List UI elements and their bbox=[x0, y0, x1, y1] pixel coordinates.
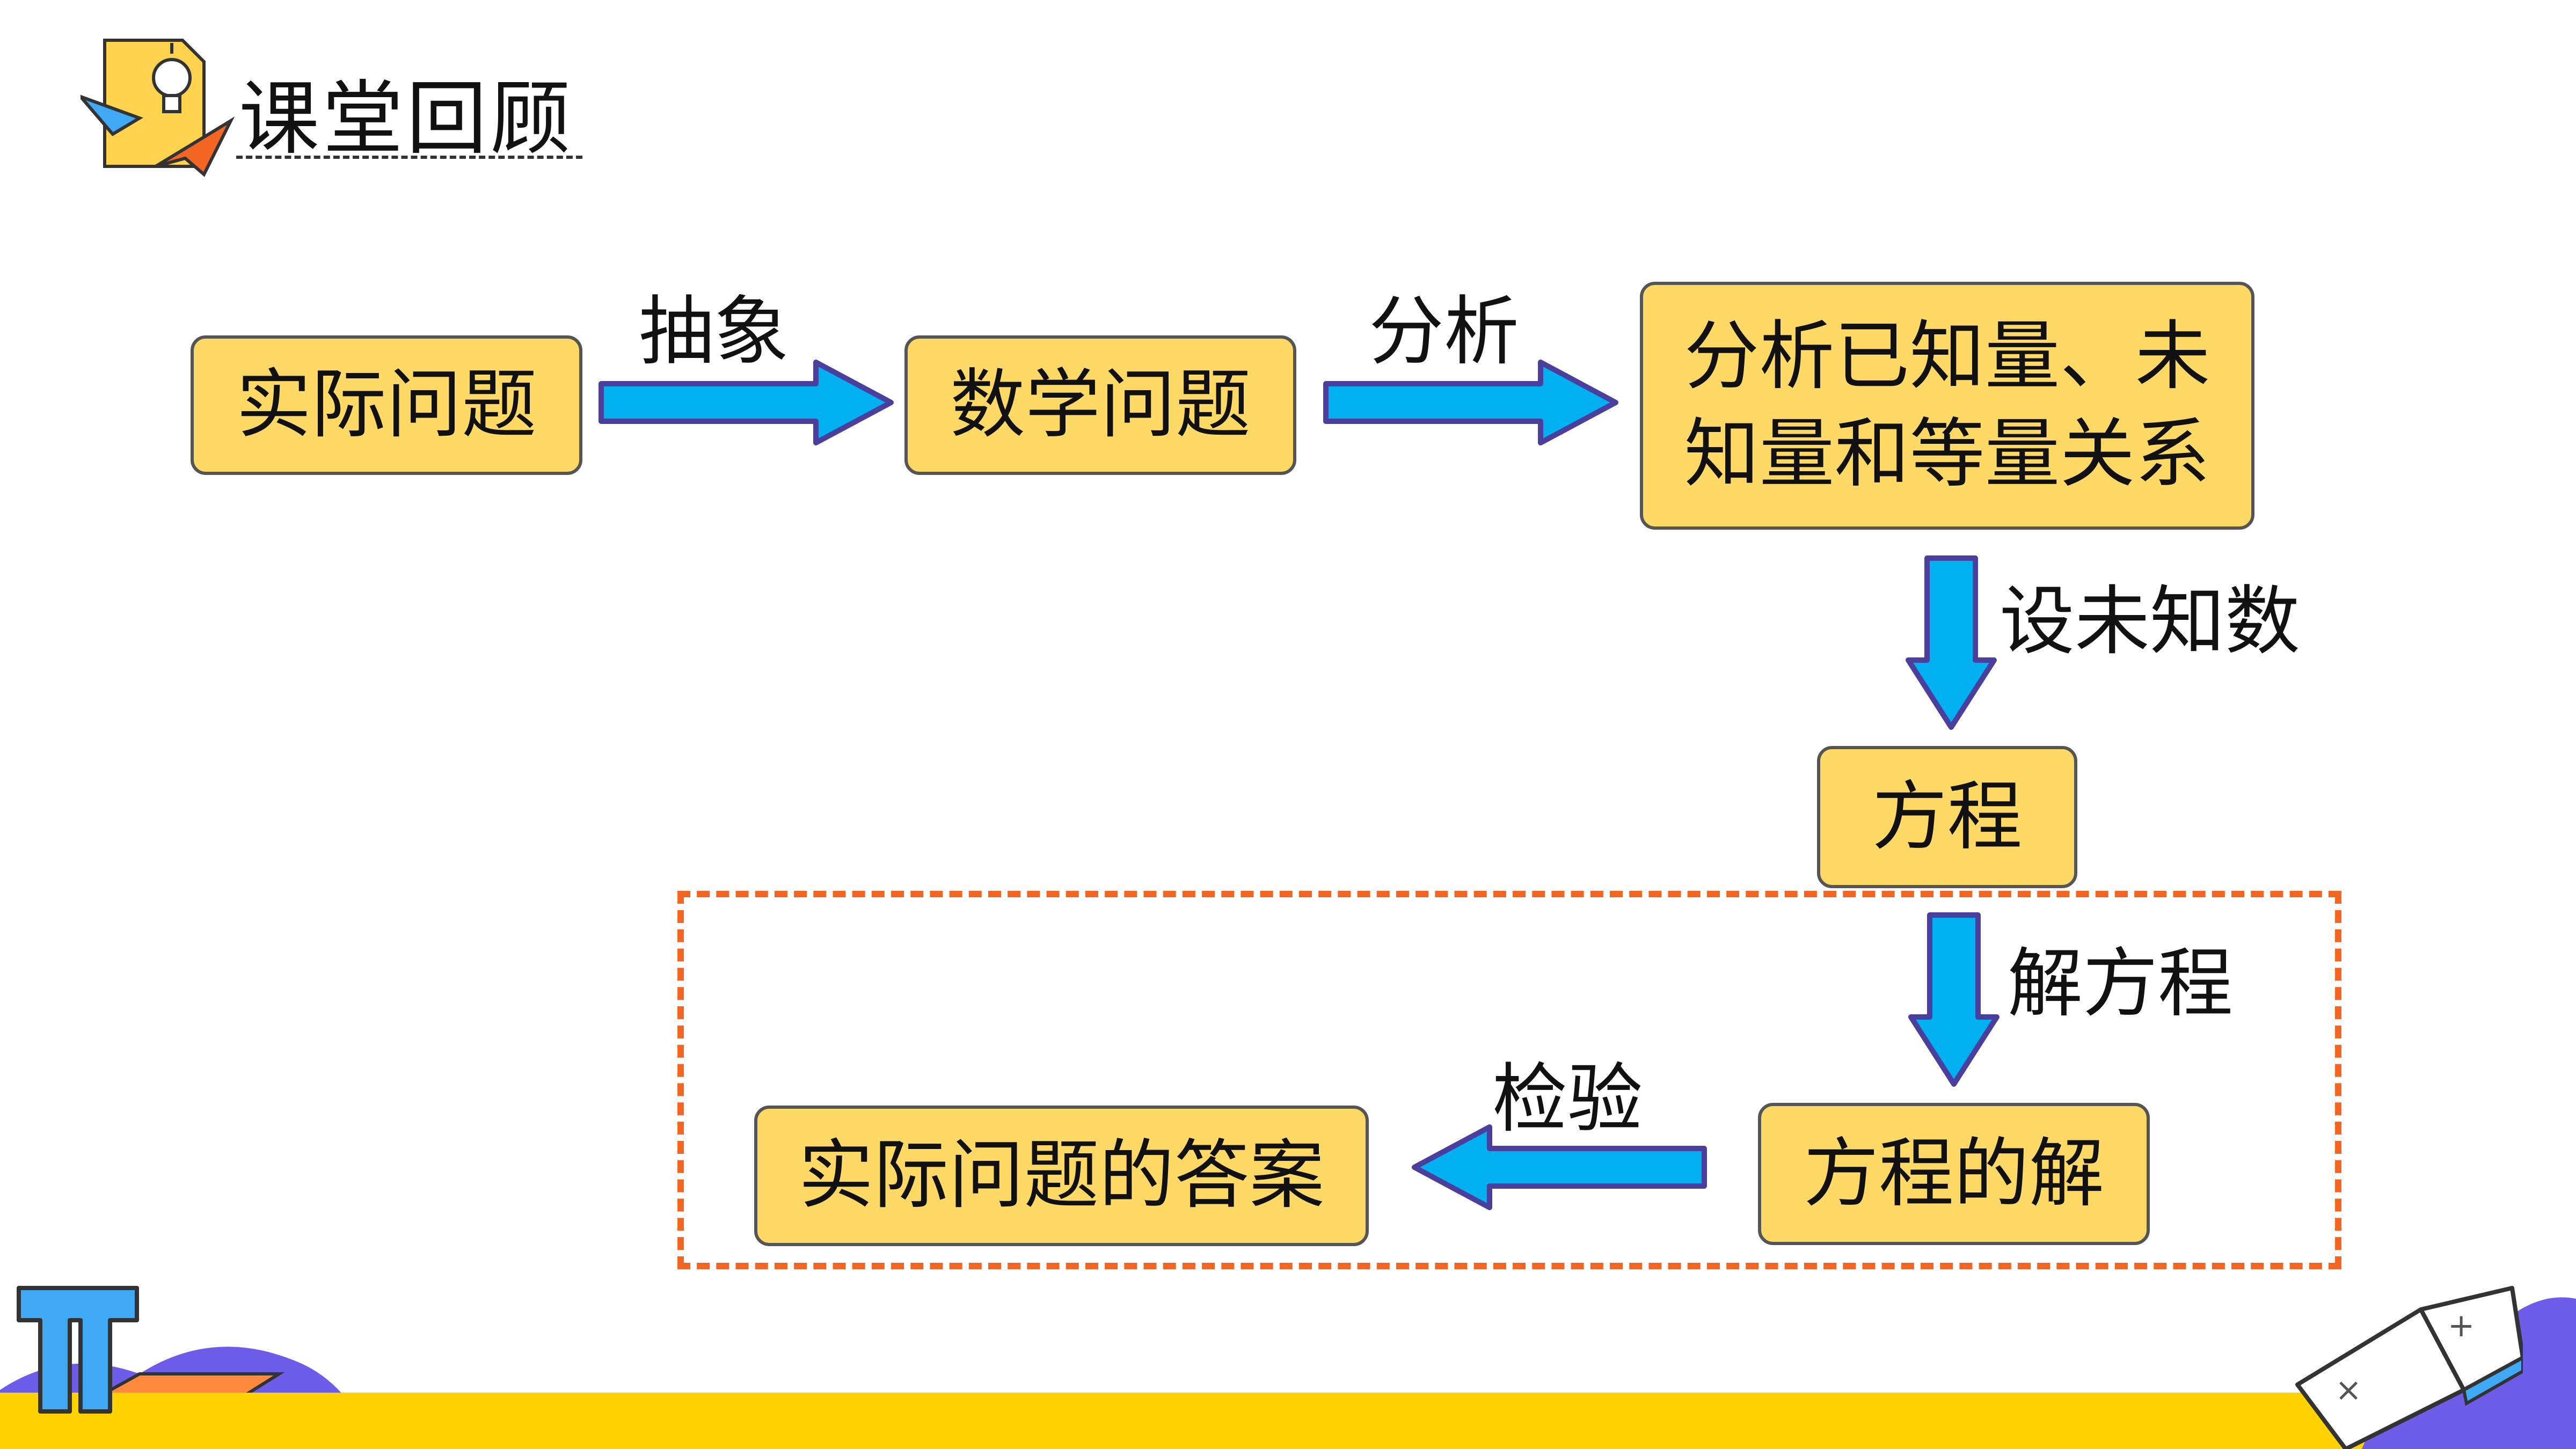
node-equation-solution: 方程的解 bbox=[1758, 1103, 2150, 1245]
edge-label-verify: 检验 bbox=[1492, 1056, 1643, 1143]
node-label: 实际问题 bbox=[236, 361, 537, 449]
node-actual-problem: 实际问题 bbox=[191, 335, 582, 475]
node-label: 实际问题的答案 bbox=[798, 1132, 1325, 1219]
edge-label-set-unknown: 设未知数 bbox=[1999, 578, 2301, 665]
bottom-band bbox=[0, 1393, 2576, 1449]
pi-symbol-icon bbox=[17, 1286, 139, 1414]
node-label: 数学问题 bbox=[950, 361, 1251, 449]
node-actual-answer: 实际问题的答案 bbox=[754, 1106, 1369, 1246]
node-analysis: 分析已知量、未 知量和等量关系 bbox=[1640, 282, 2254, 530]
arrow-down-icon bbox=[1908, 912, 1999, 1087]
edge-label-solve-equation: 解方程 bbox=[2008, 940, 2234, 1028]
node-label: 方程 bbox=[1872, 773, 2023, 861]
node-equation: 方程 bbox=[1817, 746, 2077, 888]
arrow-down-icon bbox=[1906, 555, 1997, 730]
edge-label-abstract: 抽象 bbox=[639, 288, 790, 376]
node-math-problem: 数学问题 bbox=[904, 335, 1296, 475]
arrow-left-icon bbox=[1412, 1124, 1707, 1210]
lightbulb-paper-planes-icon bbox=[81, 39, 235, 177]
node-label-line2: 知量和等量关系 bbox=[1684, 411, 2210, 498]
svg-text:×: × bbox=[2335, 1371, 2362, 1409]
node-label: 方程的解 bbox=[1803, 1130, 2104, 1218]
svg-text:+: + bbox=[2448, 1307, 2475, 1344]
math-book-icon: × + bbox=[2295, 1286, 2523, 1449]
node-label-line1: 分析已知量、未 bbox=[1684, 313, 2210, 400]
arrow-right-icon bbox=[599, 360, 894, 445]
arrow-right-icon bbox=[1323, 360, 1618, 445]
title-underline bbox=[236, 156, 582, 159]
page-title: 课堂回顾 bbox=[239, 72, 574, 166]
solve-verify-frame bbox=[677, 891, 2341, 1269]
edge-label-analyze: 分析 bbox=[1369, 288, 1520, 376]
